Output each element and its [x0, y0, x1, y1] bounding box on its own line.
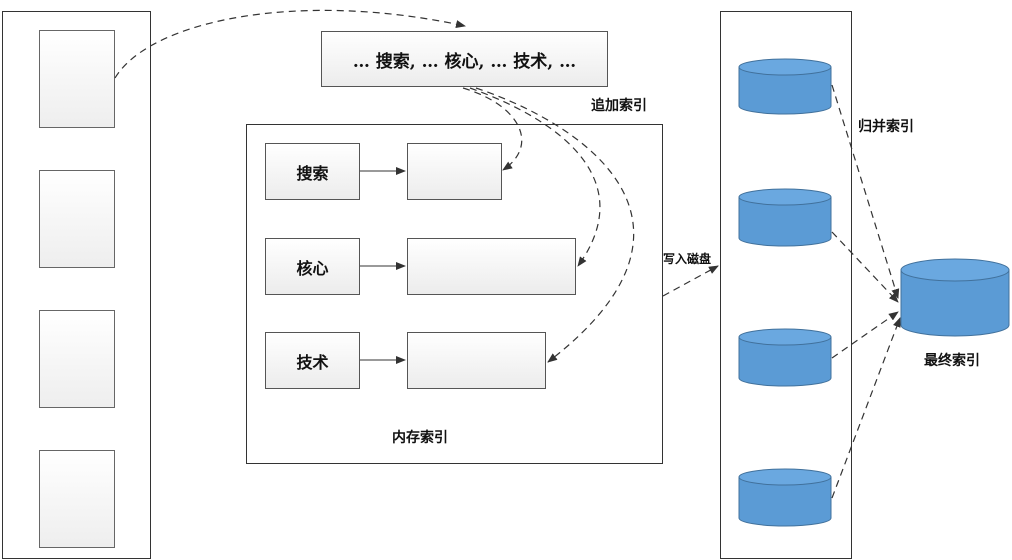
document-page	[39, 450, 115, 548]
term-label: 搜索	[296, 163, 329, 183]
term-box-search: 搜索	[265, 143, 360, 200]
term-box-core: 核心	[265, 238, 360, 295]
term-label: 技术	[296, 352, 329, 372]
document-to-query-arrow	[114, 9, 466, 79]
document-page	[39, 30, 115, 128]
index-segment-cylinder	[738, 328, 832, 387]
posting-list-tech	[407, 332, 546, 389]
index-segment-cylinder	[738, 58, 832, 115]
write-disk-label: 写入磁盘	[663, 252, 712, 266]
posting-list-core	[407, 238, 576, 295]
merge-arrow	[831, 317, 901, 499]
append-arrow-search	[462, 87, 523, 171]
posting-list-search	[407, 143, 502, 200]
append-index-label: 追加索引	[591, 98, 647, 114]
write-disk-arrow	[662, 265, 719, 297]
query-text-box: … 搜索, … 核心, … 技术, …	[321, 31, 608, 87]
final-index-label: 最终索引	[924, 353, 980, 369]
document-page	[39, 310, 115, 408]
append-arrow-tech	[475, 87, 635, 363]
append-arrow-core	[469, 87, 601, 267]
merge-arrow	[831, 231, 899, 303]
memory-index-label: 内存索引	[392, 430, 448, 446]
index-segment-cylinder	[738, 188, 832, 247]
index-segment-cylinder	[738, 468, 832, 527]
merge-arrow	[831, 84, 900, 299]
document-page	[39, 170, 115, 268]
merge-index-label: 归并索引	[858, 119, 914, 135]
query-text: … 搜索, … 核心, … 技术, …	[352, 51, 577, 72]
merge-arrow	[831, 311, 899, 359]
term-box-tech: 技术	[265, 332, 360, 389]
term-label: 核心	[296, 258, 329, 278]
final-index-cylinder	[900, 258, 1010, 337]
